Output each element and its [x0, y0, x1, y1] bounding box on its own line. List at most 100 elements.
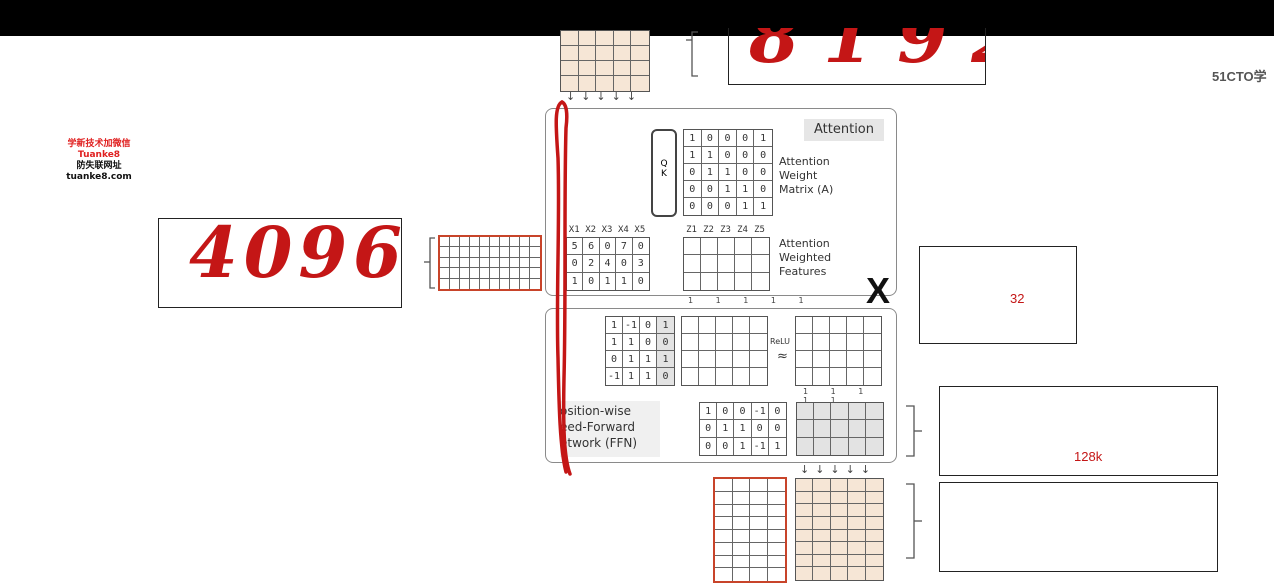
matrix-cell: 0	[657, 368, 674, 385]
matrix-cell: 6	[583, 238, 600, 256]
matrix-cell	[440, 257, 450, 269]
matrix-cell	[631, 76, 649, 91]
matrix-cell: -1	[752, 437, 769, 455]
matrix-cell	[561, 31, 579, 46]
matrix-header: X1	[568, 225, 580, 235]
matrix-cell	[814, 437, 832, 455]
matrix-cell	[470, 257, 480, 269]
matrix-header: Z2	[703, 225, 714, 235]
bottom-brace-icon	[906, 483, 922, 559]
matrix-cell: 1	[736, 181, 755, 198]
matrix-cell	[490, 257, 500, 269]
matrix-cell	[750, 368, 767, 385]
matrix-cell	[732, 479, 750, 492]
matrix-cell	[814, 420, 832, 438]
matrix-cell: 0	[717, 403, 735, 421]
matrix-cell	[450, 247, 460, 258]
matrix-cell: 1	[657, 351, 674, 368]
left-red-grid	[438, 235, 542, 291]
matrix-cell	[450, 278, 460, 289]
matrix-cell	[752, 238, 769, 256]
matrix-cell	[767, 517, 785, 530]
watermark-line2: Tuanke8	[77, 150, 121, 160]
matrix-cell	[830, 368, 847, 385]
brand-logo: 51CTO学	[1212, 69, 1267, 84]
top-number-box: 8192	[728, 28, 986, 85]
matrix-cell: 0	[700, 437, 718, 455]
ffn-relu-matrix	[795, 316, 882, 386]
matrix-cell: 1	[719, 181, 737, 198]
matrix-cell	[716, 351, 733, 368]
ffn-label-line2: eed-Forward	[560, 420, 635, 434]
matrix-cell: 1	[657, 317, 674, 334]
matrix-cell: 1	[717, 420, 735, 438]
matrix-cell	[830, 334, 847, 351]
weight-label-line3: Matrix (A)	[779, 183, 834, 196]
matrix-cell	[510, 247, 520, 258]
matrix-cell: 0	[754, 181, 772, 198]
matrix-cell	[813, 368, 830, 385]
matrix-cell: 0	[702, 198, 720, 215]
matrix-cell: 1	[623, 334, 640, 351]
ffn-output-matrix	[796, 402, 884, 456]
matrix-cell: 0	[640, 317, 657, 334]
matrix-cell	[813, 516, 831, 530]
matrix-cell: 0	[736, 130, 755, 147]
matrix-cell	[813, 351, 830, 368]
matrix-cell	[480, 247, 490, 258]
matrix-cell	[767, 479, 785, 492]
matrix-cell	[865, 542, 883, 555]
matrix-cell	[752, 273, 769, 290]
matrix-cell	[732, 491, 750, 505]
matrix-cell: 1	[684, 147, 702, 164]
qk-k-label: K	[661, 169, 667, 179]
top-brace-icon	[686, 31, 698, 77]
matrix-cell	[480, 237, 490, 248]
matrix-cell	[848, 567, 866, 580]
matrix-cell	[796, 334, 813, 351]
matrix-cell: 0	[684, 181, 702, 198]
matrix-cell	[613, 31, 632, 46]
features-label-line2: Weighted	[779, 251, 832, 264]
weight-label-line1: Attention	[779, 155, 830, 168]
matrix-cell	[440, 268, 450, 279]
matrix-cell	[830, 491, 849, 505]
matrix-cell	[813, 504, 831, 517]
matrix-cell	[830, 317, 847, 334]
matrix-cell	[500, 268, 510, 279]
matrix-cell	[865, 529, 883, 543]
matrix-cell: 0	[637, 275, 644, 287]
matrix-cell	[848, 542, 866, 555]
weight-label-line2: Weight	[779, 169, 818, 182]
matrix-cell	[480, 278, 490, 289]
matrix-header: Z5	[754, 225, 765, 235]
matrix-cell: 0	[616, 255, 633, 273]
matrix-header: X4	[618, 225, 629, 235]
matrix-cell	[470, 237, 480, 248]
matrix-cell	[510, 268, 520, 279]
matrix-cell	[701, 238, 718, 256]
matrix-header: Z4	[737, 225, 748, 235]
matrix-cell	[520, 257, 530, 269]
matrix-cell: 1	[606, 317, 623, 334]
matrix-cell: 1	[774, 440, 781, 452]
matrix-cell	[699, 351, 716, 368]
box-32-label: 32	[1010, 291, 1025, 306]
matrix-cell: 1	[734, 420, 752, 438]
matrix-cell	[848, 491, 866, 505]
matrix-cell	[500, 257, 510, 269]
matrix-cell	[796, 351, 813, 368]
matrix-cell	[490, 268, 500, 279]
matrix-cell: 1	[623, 351, 640, 368]
bottom-red-grid	[713, 477, 787, 583]
matrix-cell: 1	[754, 130, 772, 147]
matrix-cell	[732, 555, 750, 569]
qk-box: Q K	[651, 129, 677, 217]
ffn-ones-row: 1 1 1 1 1	[803, 387, 874, 405]
matrix-cell: 1	[701, 147, 720, 164]
matrix-cell	[831, 420, 849, 438]
matrix-cell	[460, 237, 470, 248]
